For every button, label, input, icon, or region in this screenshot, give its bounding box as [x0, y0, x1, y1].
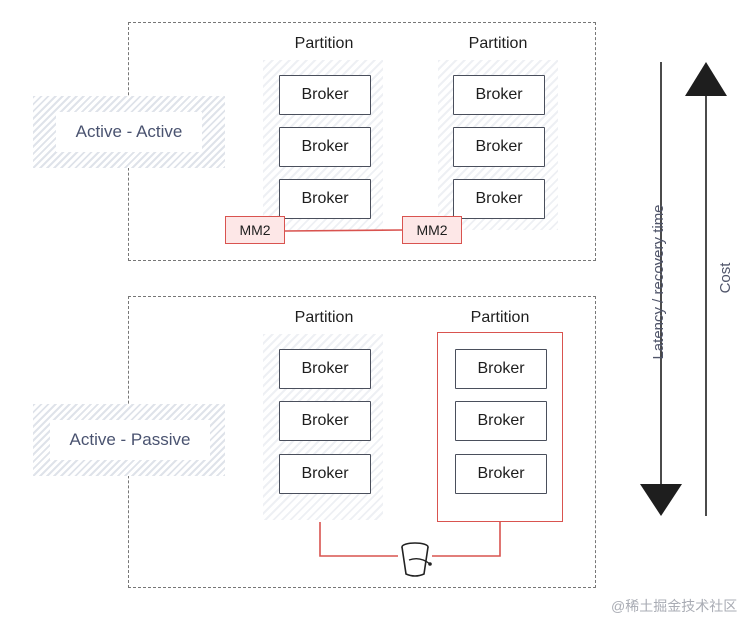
ap-p2-broker-3: Broker [455, 454, 547, 494]
ap-p2-broker-2: Broker [455, 401, 547, 441]
bucket-icon [401, 542, 432, 577]
aa-partition-1-title: Partition [294, 35, 354, 52]
aa-p2-broker-1: Broker [453, 75, 545, 115]
ap-partition-1-title: Partition [294, 309, 354, 326]
cost-axis-label: Cost [717, 262, 734, 294]
aa-partition-2-title: Partition [468, 35, 528, 52]
ap-partition-2-title: Partition [470, 309, 530, 326]
mm2-box-right: MM2 [402, 216, 462, 244]
aa-p1-broker-2: Broker [279, 127, 371, 167]
ap-partition-2-highlight [437, 332, 563, 522]
ap-p1-broker-1: Broker [279, 349, 371, 389]
active-active-label: Active - Active [56, 112, 202, 152]
ap-p1-broker-2: Broker [279, 401, 371, 441]
active-passive-label: Active - Passive [50, 420, 210, 460]
ap-p1-broker-3: Broker [279, 454, 371, 494]
aa-p1-broker-3: Broker [279, 179, 371, 219]
mm2-box-left: MM2 [225, 216, 285, 244]
aa-p2-broker-2: Broker [453, 127, 545, 167]
ap-p2-broker-1: Broker [455, 349, 547, 389]
watermark: @稀土掘金技术社区 [611, 598, 738, 614]
aa-p2-broker-3: Broker [453, 179, 545, 219]
aa-p1-broker-1: Broker [279, 75, 371, 115]
